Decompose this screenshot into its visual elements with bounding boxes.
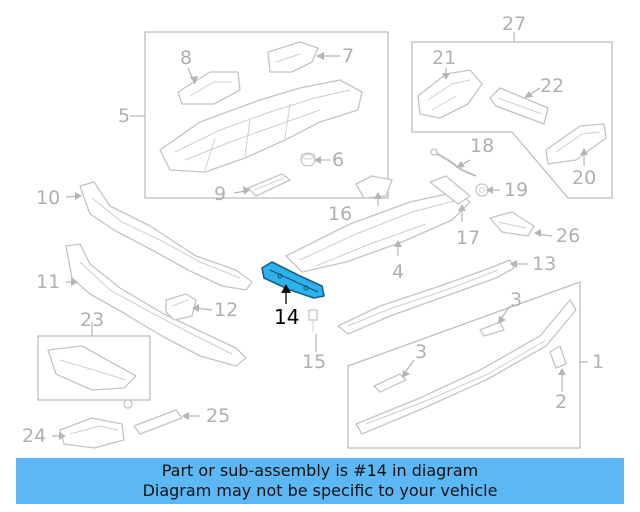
group-box-1 (347, 281, 581, 449)
part-3b[interactable] (479, 321, 505, 337)
part-9[interactable] (247, 173, 291, 197)
part-6[interactable] (300, 152, 316, 167)
callout-5[interactable]: 5 (118, 105, 130, 127)
part-8[interactable] (177, 71, 241, 105)
callouts: 1 2 3 3 4 5 6 7 8 9 10 11 12 13 14 15 16… (22, 13, 604, 447)
callout-26[interactable]: 26 (556, 225, 580, 247)
callout-9[interactable]: 9 (214, 183, 226, 205)
callout-16[interactable]: 16 (328, 203, 352, 225)
callout-25[interactable]: 25 (206, 405, 230, 427)
callout-1[interactable]: 1 (592, 351, 604, 373)
callout-6[interactable]: 6 (332, 149, 344, 171)
part-18-harness[interactable] (430, 148, 477, 177)
part-12[interactable] (165, 293, 197, 321)
part-22[interactable] (489, 87, 549, 125)
part-25-brace[interactable] (133, 409, 183, 435)
part-17-bracket[interactable] (429, 175, 471, 205)
part-14-highlighted[interactable] (261, 261, 325, 299)
group-box-27 (411, 41, 613, 199)
leader-lines (52, 32, 588, 440)
callout-19[interactable]: 19 (504, 179, 528, 201)
part-2[interactable] (549, 345, 567, 369)
banner-line-part: Part or sub-assembly is #14 in diagram (161, 461, 479, 480)
callout-11[interactable]: 11 (36, 271, 60, 293)
part-fastener-23[interactable] (123, 399, 133, 409)
callout-3b[interactable]: 3 (510, 289, 522, 311)
info-banner: Part or sub-assembly is #14 in diagram D… (16, 458, 624, 504)
part-13-rocker[interactable] (337, 259, 515, 335)
part-7[interactable] (267, 41, 319, 73)
part-21[interactable] (417, 69, 483, 119)
banner-line-disclaimer: Diagram may not be specific to your vehi… (142, 481, 498, 500)
callout-20[interactable]: 20 (572, 167, 596, 189)
part-24-cover[interactable] (59, 417, 125, 449)
callout-21[interactable]: 21 (432, 47, 456, 69)
part-23-panel[interactable] (47, 345, 137, 391)
callout-2[interactable]: 2 (555, 391, 567, 413)
callout-7[interactable]: 7 (342, 45, 354, 67)
part-10-rail[interactable] (79, 181, 253, 291)
callout-15[interactable]: 15 (302, 351, 326, 373)
group-box-23 (37, 335, 151, 401)
part-1-sill[interactable] (355, 299, 577, 435)
part-26[interactable] (489, 211, 535, 237)
callout-8[interactable]: 8 (180, 47, 192, 69)
callout-24[interactable]: 24 (22, 425, 46, 447)
part-11-rail[interactable] (65, 243, 247, 367)
part-20[interactable] (545, 123, 607, 165)
callout-13[interactable]: 13 (532, 253, 556, 275)
part-15-bolt[interactable] (308, 309, 318, 332)
part-floor-front-panel[interactable] (159, 79, 363, 173)
callout-23[interactable]: 23 (80, 309, 104, 331)
callout-3a[interactable]: 3 (415, 341, 427, 363)
callout-4[interactable]: 4 (392, 261, 404, 283)
part-3a[interactable] (373, 373, 407, 393)
callout-10[interactable]: 10 (36, 187, 60, 209)
group-box-5 (144, 31, 389, 199)
callout-17[interactable]: 17 (456, 227, 480, 249)
callout-12[interactable]: 12 (214, 299, 238, 321)
callout-22[interactable]: 22 (540, 75, 564, 97)
callout-27[interactable]: 27 (502, 13, 526, 35)
callout-18[interactable]: 18 (470, 135, 494, 157)
part-16-bracket[interactable] (355, 175, 393, 199)
callout-14[interactable]: 14 (274, 305, 299, 329)
